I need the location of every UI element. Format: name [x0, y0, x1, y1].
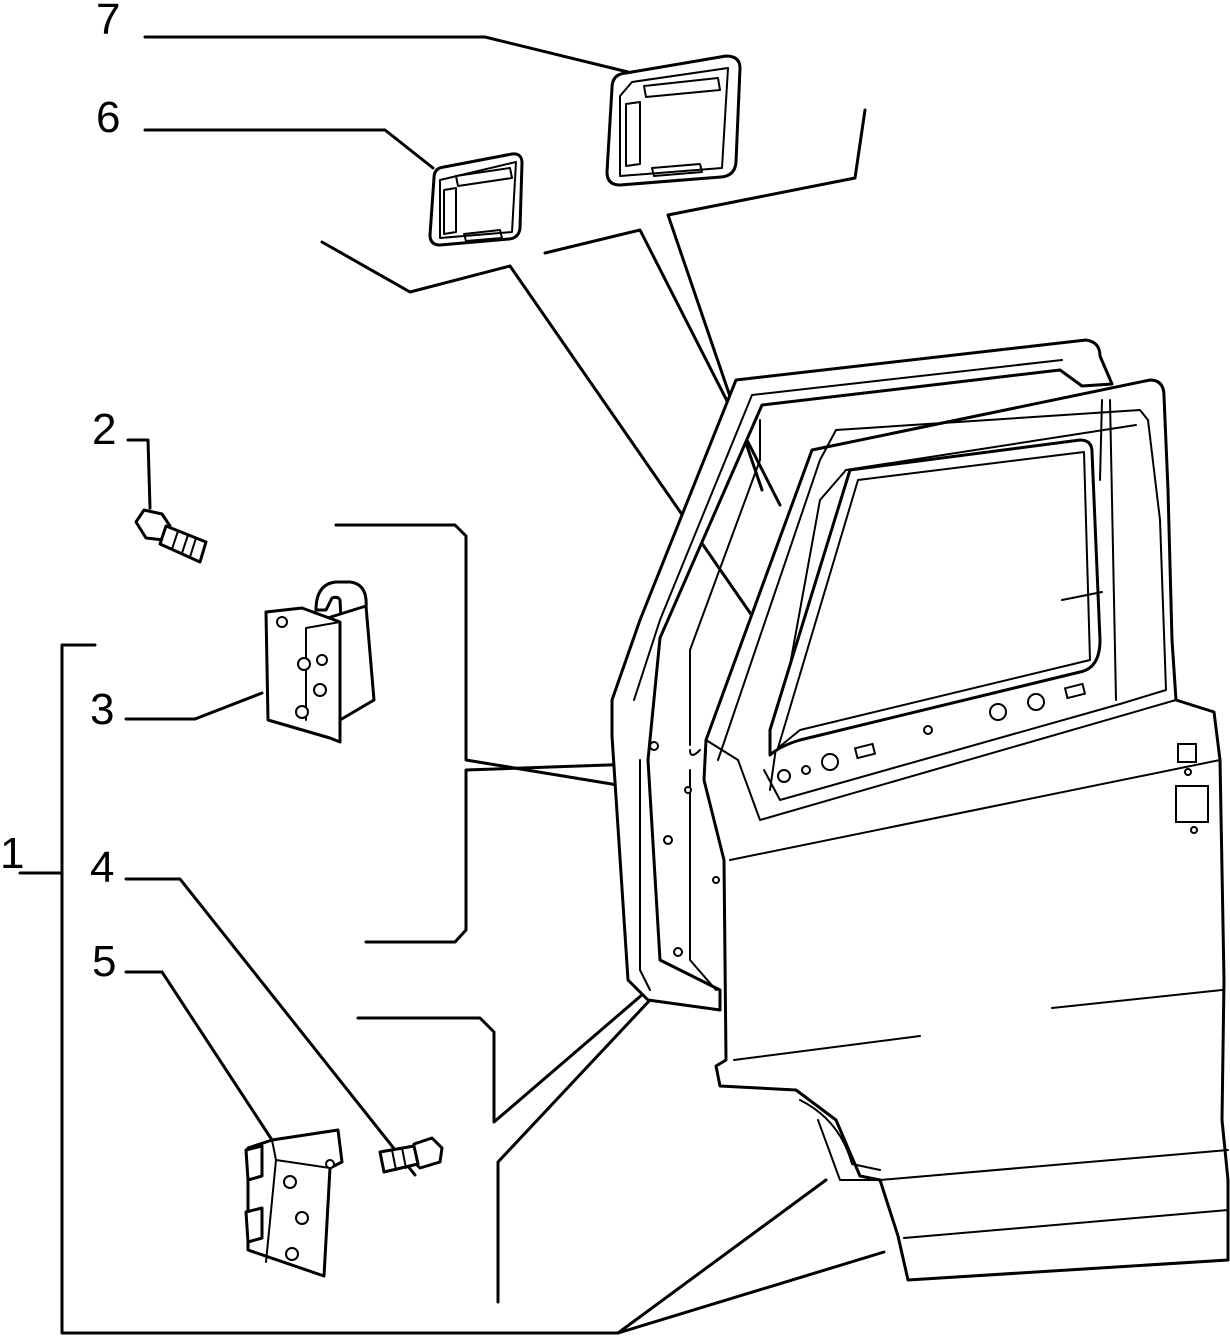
- callout-1: 1: [0, 829, 24, 878]
- door-shell-icon: [610, 338, 1230, 1282]
- hinge-bolt-icon: [378, 1136, 444, 1174]
- plug-large-icon: [605, 54, 742, 187]
- upper-hinge-icon: [264, 580, 376, 744]
- callout-6: 6: [96, 93, 120, 142]
- plug-small-icon: [428, 152, 524, 247]
- hinge-bolt-icon: [134, 508, 208, 564]
- callout-3: 3: [90, 685, 114, 734]
- leader-lines: [18, 35, 886, 1335]
- callout-7: 7: [96, 0, 120, 44]
- callout-2: 2: [92, 405, 116, 454]
- lower-hinge-icon: [244, 1128, 344, 1278]
- callout-4: 4: [90, 843, 114, 892]
- callout-5: 5: [92, 937, 116, 986]
